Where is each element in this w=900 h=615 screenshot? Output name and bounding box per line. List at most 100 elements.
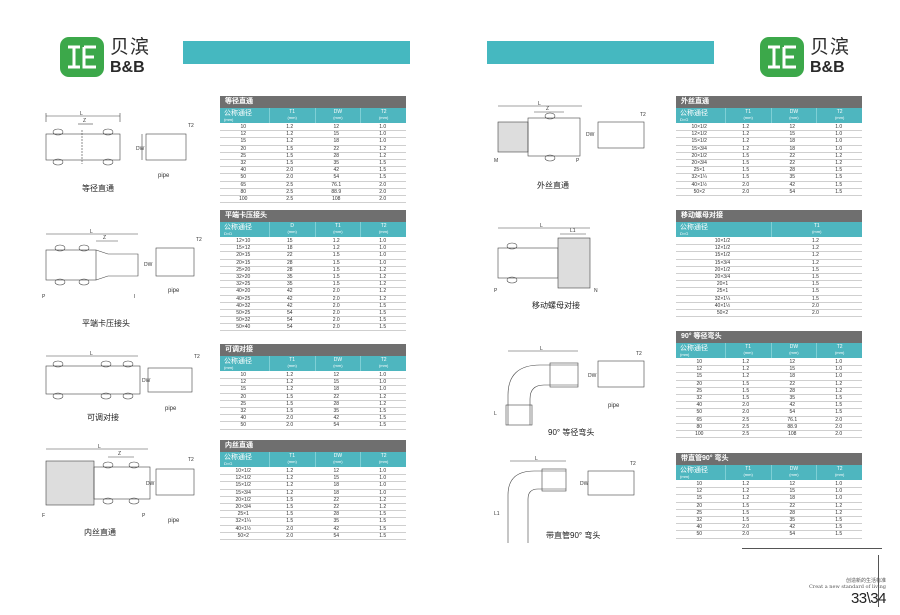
footer-divider-vertical [878, 555, 879, 607]
svg-text:L: L [540, 223, 543, 229]
table-cell: 1.5 [286, 152, 294, 159]
table-cell: 18 [333, 138, 340, 145]
header-unit: (mm) [834, 472, 845, 477]
table-cell: 1.5 [286, 518, 294, 525]
svg-text:DW: DW [144, 262, 153, 268]
table-cell: 22 [789, 380, 796, 387]
table-cell: 1.0 [379, 252, 387, 259]
table-cell: 2.0 [332, 295, 340, 302]
svg-text:T2: T2 [640, 112, 646, 118]
table-cell: 1.2 [742, 481, 750, 487]
table-cell: 20×1 [716, 281, 729, 288]
pipe-label: pipe [168, 288, 180, 294]
header-label: 公称通径 [224, 224, 252, 231]
table-cell: 1.2 [379, 400, 387, 407]
table-cell: 1.2 [379, 295, 387, 302]
logo-mark-icon [760, 37, 804, 77]
table-cell: 50×32 [236, 317, 251, 324]
table-cell: 2.5 [742, 430, 750, 437]
table-cell: 12×1/2 [714, 245, 731, 252]
table-cell: 1.2 [286, 468, 294, 474]
table-cell: 1.0 [379, 238, 387, 244]
table-cell: 1.5 [835, 531, 843, 538]
table-cell: 1.5 [379, 174, 387, 181]
table-cell: 15×1/2 [714, 252, 731, 259]
header-label: DW [333, 357, 343, 363]
header-label: 公称通径 [680, 224, 708, 231]
svg-text:DW: DW [586, 132, 595, 138]
table-cell: 50 [240, 422, 247, 429]
figure-label: 可调对接 [87, 413, 119, 422]
table-cell: 1.2 [835, 502, 843, 509]
table-cell: 2.0 [286, 174, 294, 181]
table-cell: 1.0 [379, 379, 387, 386]
table-cell: 20 [240, 393, 247, 400]
table-cell: 1.5 [835, 174, 843, 181]
table-cell: 1.0 [379, 482, 387, 489]
table-cell: 2.0 [379, 181, 387, 188]
table-cell: 42 [286, 288, 293, 295]
table-cell: 2.0 [286, 415, 294, 422]
header-unit: (mm) [378, 363, 389, 368]
svg-text:M: M [494, 158, 498, 164]
table-cell: 2.0 [742, 409, 750, 416]
header-cell: DW(mm) [316, 452, 362, 467]
header-unit: (mm) [680, 474, 690, 479]
table-cell: 54 [789, 188, 796, 195]
table-cell: 1.2 [835, 380, 843, 387]
svg-text:L: L [80, 111, 83, 117]
table-cell: 35 [333, 159, 340, 166]
table-cell: 18 [333, 386, 340, 393]
table-cell: 15 [696, 373, 703, 380]
table-cell: 65 [696, 416, 703, 423]
table-cell: 20×15 [236, 252, 251, 259]
header-label: T2 [836, 466, 843, 472]
header-label: T2 [380, 109, 387, 115]
table-cell: 32×1¼ [691, 174, 707, 181]
table-cell: 1.2 [742, 145, 750, 152]
table-cell: 2.0 [332, 288, 340, 295]
svg-text:L1: L1 [570, 228, 576, 234]
svg-text:N: N [594, 288, 598, 294]
table-cell: 1.5 [812, 281, 819, 288]
table-cell: 1.0 [835, 145, 843, 152]
table-cell: 1.5 [379, 317, 387, 324]
svg-text:L: L [494, 411, 497, 417]
table-cell: 25 [240, 400, 247, 407]
table-cell: 22 [333, 393, 340, 400]
table-cell: 10×1/2 [235, 468, 251, 474]
svg-text:T2: T2 [630, 461, 636, 467]
table-cell: 35 [286, 273, 293, 280]
table-cell: 18 [333, 482, 340, 489]
table-cell: 1.2 [742, 366, 750, 373]
table-cell: 1.5 [742, 159, 750, 166]
table-cell: 22 [789, 159, 796, 166]
header-cell: T2(mm) [817, 343, 862, 358]
table-cell: 20 [696, 502, 703, 509]
table-cell: 1.2 [835, 152, 843, 159]
table-cell: 2.5 [286, 195, 294, 202]
table-cell: 1.5 [742, 516, 750, 523]
table-cell: 1.0 [835, 488, 843, 495]
